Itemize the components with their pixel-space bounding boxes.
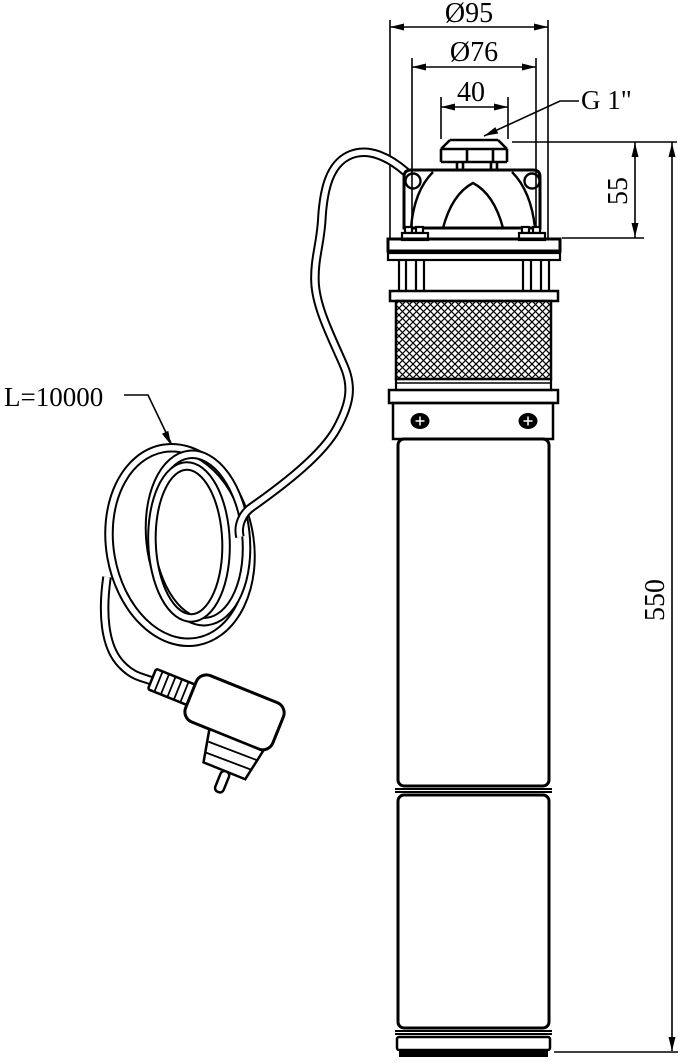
arrowhead: [631, 143, 639, 157]
arrowhead: [390, 23, 404, 31]
cable-run-core: [236, 149, 408, 538]
bolt-hole-right: [523, 172, 541, 190]
arrowhead: [668, 1037, 676, 1051]
power-cable: [99, 147, 410, 686]
body-joint-lower: [395, 1030, 552, 1035]
cable-run-core: [101, 576, 154, 684]
arrowhead: [412, 63, 426, 71]
arrowhead: [668, 143, 676, 157]
dimension-outer-diameter: Ø95: [389, 0, 549, 238]
screw-band: [391, 401, 555, 441]
outlet-fitting: [439, 138, 509, 170]
dimension-total-height: 550: [554, 142, 678, 1053]
bottom-cap: [395, 1035, 552, 1052]
head-flange: [386, 237, 562, 262]
plug-face-lines: [206, 740, 257, 771]
arrowhead: [484, 127, 499, 136]
cable-coil: [104, 442, 256, 648]
strain-relief-ribs: [153, 671, 196, 706]
power-plug: [147, 668, 286, 794]
head-vanes: [409, 171, 537, 229]
dimension-bolt-circle: Ø76: [411, 37, 537, 238]
strainer-mesh: [394, 299, 553, 381]
cable-length-callout: L=10000: [4, 382, 172, 445]
strainer-bottom-plate: [387, 388, 560, 405]
cable-length-label: L=10000: [4, 382, 103, 412]
arrowhead: [441, 103, 455, 111]
arrowhead: [161, 430, 171, 445]
leader-line: [124, 394, 172, 444]
pump-head: [400, 168, 547, 242]
body-joint-upper: [395, 788, 552, 793]
strainer-bottom-band: [394, 377, 553, 392]
arrowhead: [631, 223, 639, 237]
pump: [386, 138, 562, 1057]
arrowhead: [534, 23, 548, 31]
bolt-hole-left: [404, 172, 422, 190]
tie-rods: [397, 260, 551, 291]
dimension-label-40: 40: [457, 77, 485, 108]
arrowhead: [522, 63, 536, 71]
dimension-label-55: 55: [603, 177, 634, 205]
thread-label: G 1": [581, 85, 632, 115]
dimension-label-550: 550: [640, 579, 671, 621]
strainer-top-plate: [388, 289, 560, 303]
leader-line: [483, 100, 579, 137]
plug-pin: [213, 769, 231, 794]
dimension-fitting-width: 40: [440, 77, 509, 139]
strainer: [387, 289, 560, 405]
plug-face: [202, 727, 266, 781]
motor-body-lower: [396, 793, 551, 1030]
motor-body-upper: [396, 437, 551, 788]
dimension-head-height: 55: [512, 141, 677, 239]
dimension-label-d95: Ø95: [445, 0, 493, 29]
bottom-plate: [399, 1050, 548, 1057]
dimension-label-d76: Ø76: [450, 37, 498, 68]
arrowhead: [494, 103, 508, 111]
thread-callout: G 1": [483, 85, 632, 137]
